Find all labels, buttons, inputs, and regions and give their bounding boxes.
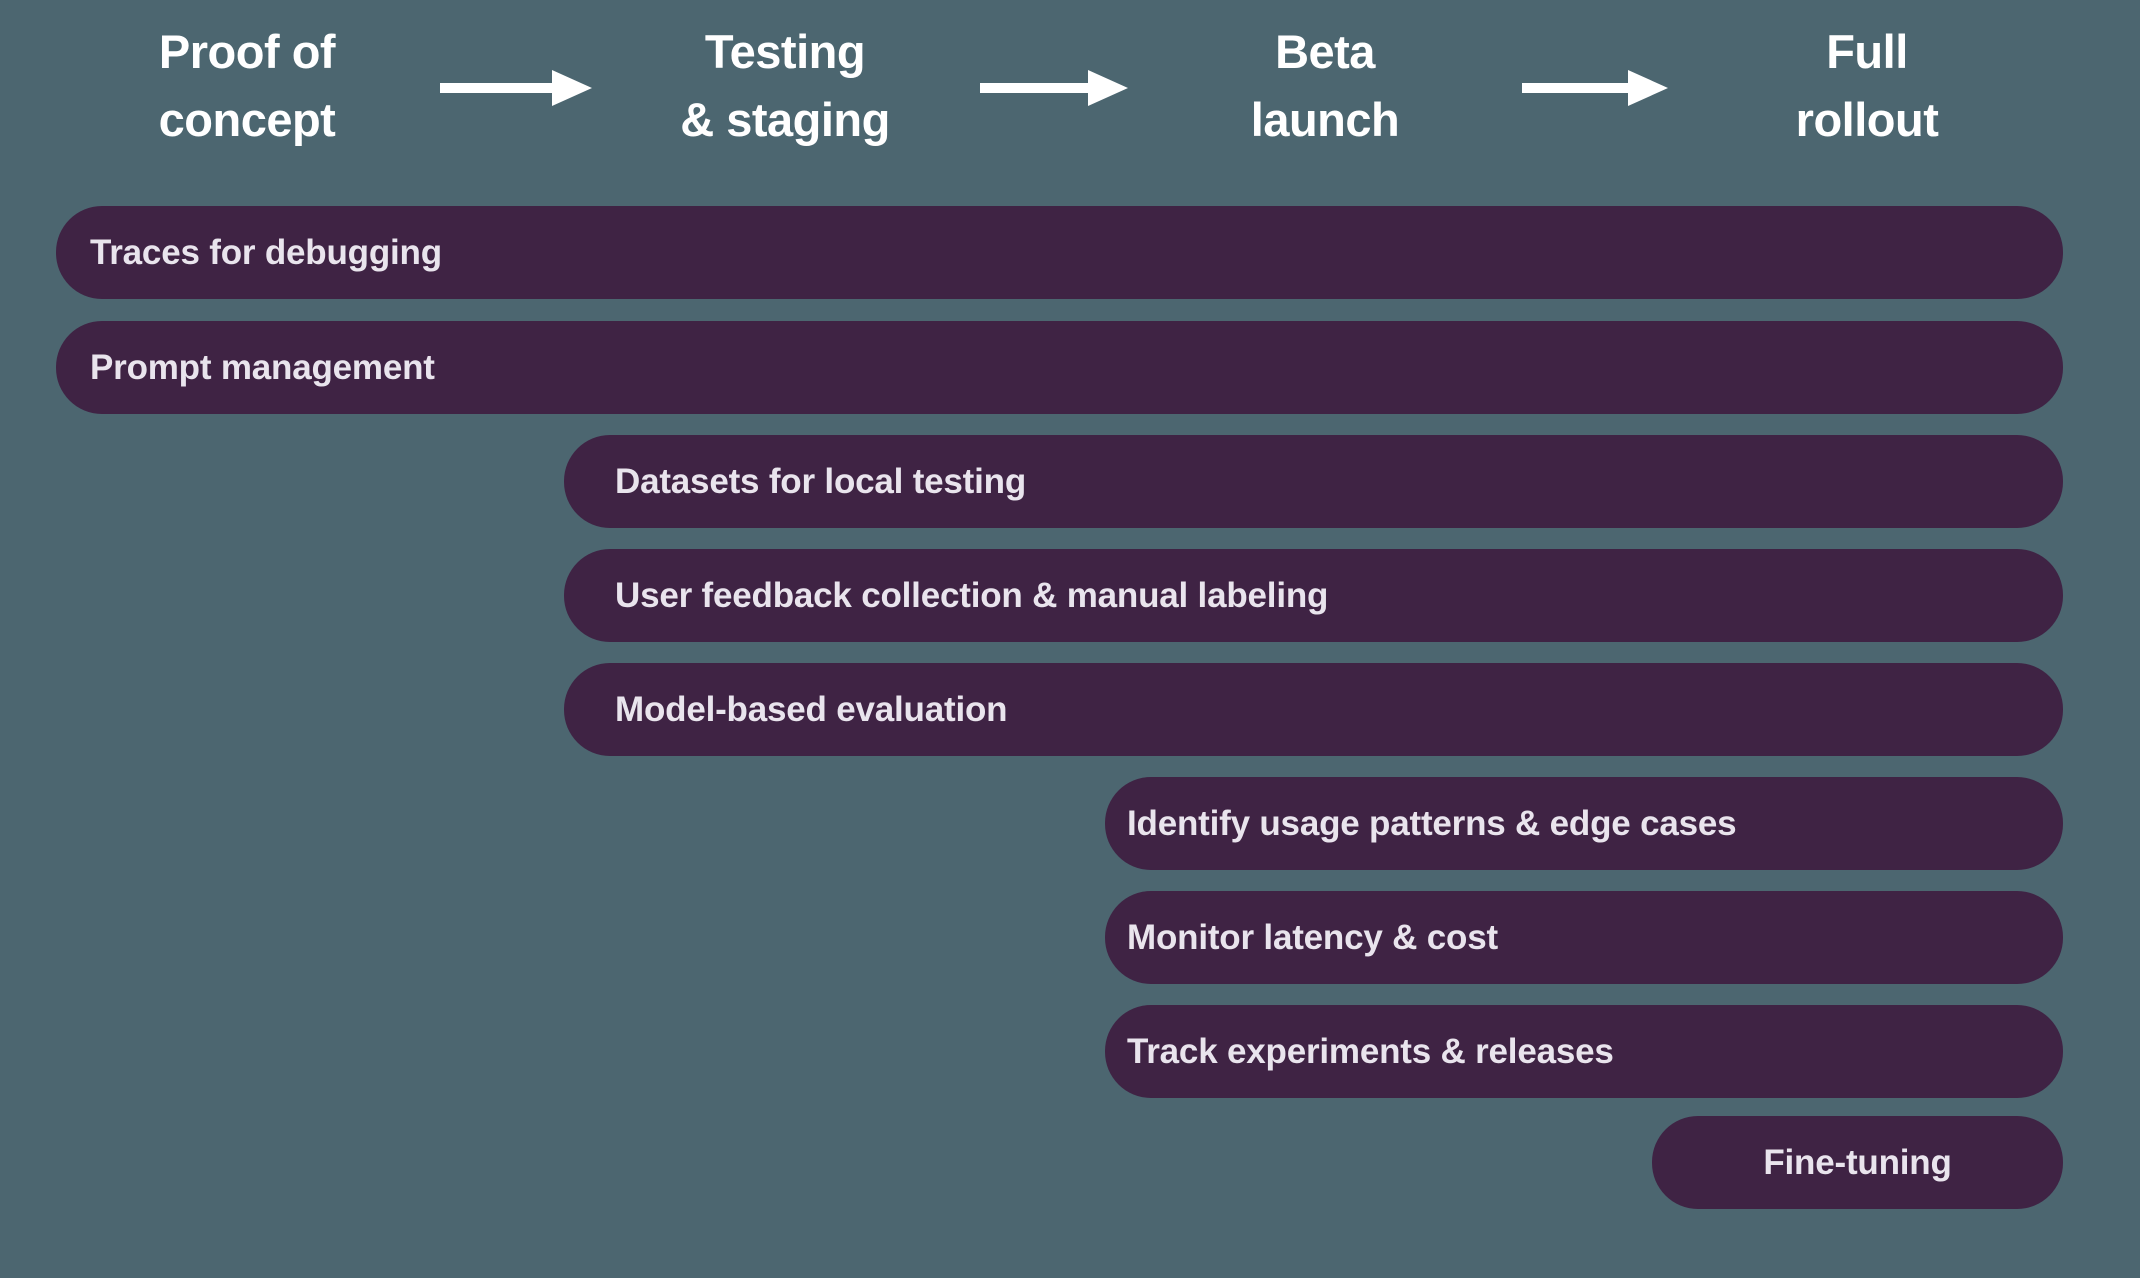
capability-bar[interactable]: Identify usage patterns & edge cases xyxy=(1105,777,2063,870)
capability-bar-label: Datasets for local testing xyxy=(615,461,1027,501)
capability-bar[interactable]: Fine-tuning xyxy=(1652,1116,2063,1209)
stage-label-proof-of-concept: Proof of concept xyxy=(158,25,336,146)
capability-bar[interactable]: Traces for debugging xyxy=(56,206,2063,299)
stage-label-full-rollout: Full rollout xyxy=(1795,25,1939,146)
arrow-testing-to-beta-icon xyxy=(980,70,1128,106)
capability-bar-label: Traces for debugging xyxy=(90,232,442,272)
arrow-beta-to-full-rollout-icon xyxy=(1522,70,1668,106)
capability-bar-label: Fine-tuning xyxy=(1763,1142,1952,1182)
stage-label-testing-and-staging: Testing & staging xyxy=(680,25,890,146)
capability-bar[interactable]: Datasets for local testing xyxy=(564,435,2063,528)
capability-bar-label: Identify usage patterns & edge cases xyxy=(1127,803,1737,843)
capability-bar[interactable]: Monitor latency & cost xyxy=(1105,891,2063,984)
capability-bar[interactable]: Prompt management xyxy=(56,321,2063,414)
capability-bar-label: Model-based evaluation xyxy=(615,689,1008,729)
capability-bar-label: Track experiments & releases xyxy=(1127,1031,1614,1071)
capability-bar-label: Prompt management xyxy=(90,347,435,387)
capability-bar[interactable]: Track experiments & releases xyxy=(1105,1005,2063,1098)
capability-bar[interactable]: User feedback collection & manual labeli… xyxy=(564,549,2063,642)
arrow-poc-to-testing-icon xyxy=(440,70,592,106)
capability-bar-label: Monitor latency & cost xyxy=(1127,917,1498,957)
capability-bar[interactable]: Model-based evaluation xyxy=(564,663,2063,756)
stage-label-beta-launch: Beta launch xyxy=(1250,25,1400,146)
capability-bar-label: User feedback collection & manual labeli… xyxy=(615,575,1329,615)
